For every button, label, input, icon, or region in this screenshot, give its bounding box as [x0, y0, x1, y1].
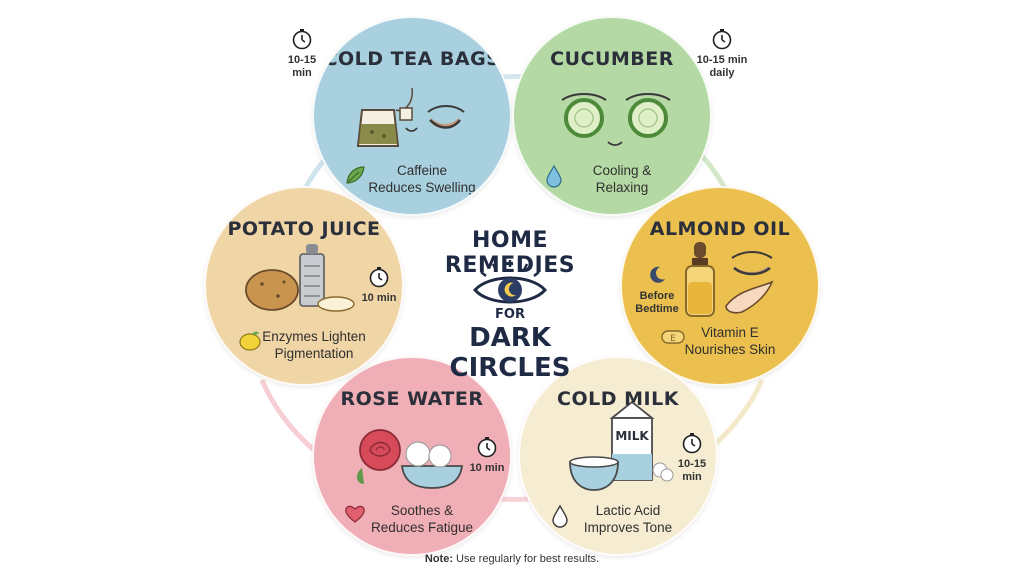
- timing-line-1: 10 min: [361, 292, 397, 304]
- capsule-icon: E: [661, 330, 685, 344]
- benefit-line-2: Pigmentation: [274, 346, 354, 361]
- timing-cold-milk: 10-15 min: [660, 432, 724, 484]
- remedy-benefit: E Vitamin E Nourishes Skin: [622, 324, 818, 358]
- remedy-benefit: Lactic Acid Improves Tone: [520, 502, 716, 536]
- benefit-line-2: Improves Tone: [583, 520, 673, 535]
- timing-line-2: min: [682, 471, 702, 483]
- timing-line-2: min: [292, 67, 312, 79]
- cucumber-eyes-illustration: [561, 93, 671, 146]
- timing-line-2: Bedtime: [635, 303, 679, 315]
- remedy-name: POTATO JUICE: [227, 218, 381, 240]
- timing-rose-water: 10 min: [464, 436, 510, 475]
- stopwatch-icon: [712, 29, 732, 50]
- potato-illustration: [245, 244, 355, 312]
- remedy-name: CUCUMBER: [550, 48, 674, 70]
- note-label: Note:: [424, 553, 453, 565]
- timing-line-2: daily: [709, 67, 735, 79]
- milk-carton-label: MILK: [615, 429, 649, 443]
- benefit-line-1: Enzymes Lighten: [262, 329, 366, 344]
- vitamin-letter: E: [670, 334, 676, 344]
- benefit-line-1: Soothes &: [390, 503, 454, 518]
- benefit-line-2: Relaxing: [595, 180, 649, 195]
- remedy-benefit: Soothes & Reduces Fatigue: [314, 502, 510, 536]
- title-for: FOR: [495, 307, 525, 322]
- timing-line-1: 10-15: [677, 458, 707, 470]
- title-bottom: DARK CIRCLES: [449, 323, 571, 383]
- timing-cucumber: 10-15 min daily: [690, 28, 754, 80]
- timing-line-1: 10-15 min: [696, 54, 748, 66]
- timing-line-1: Before: [639, 290, 675, 302]
- benefit-line-2: Reduces Swelling: [368, 180, 476, 195]
- rose-water-illustration: [356, 429, 464, 489]
- remedy-cold-milk: MILK COLD MILK Lactic Acid Improves Tone: [518, 356, 718, 556]
- drop-icon: [552, 504, 568, 528]
- timing-almond-oil: Before Bedtime: [628, 264, 686, 316]
- lemon-icon: [239, 331, 261, 351]
- remedy-benefit: Cooling & Relaxing: [514, 162, 710, 196]
- heart-icon: [345, 505, 365, 523]
- timing-cold-tea-bags: 10-15 min: [270, 28, 334, 80]
- remedy-cucumber: CUCUMBER Cooling & Relaxing: [512, 16, 712, 216]
- remedy-rose-water: ROSE WATER 10 min Soothes & Reduces Fati…: [312, 356, 512, 556]
- eye-moon-icon: [473, 260, 547, 304]
- remedy-almond-oil: ALMOND OIL Before Bedtime E Vitamin E No…: [620, 186, 820, 386]
- remedy-cold-tea-bags: COLD TEA BAGS Caffeine Reduces Swelling: [312, 16, 512, 216]
- remedy-name: ROSE WATER: [340, 388, 484, 410]
- stopwatch-icon: [477, 437, 497, 458]
- stopwatch-icon: [292, 29, 312, 50]
- remedy-benefit: Enzymes Lighten Pigmentation: [206, 328, 402, 362]
- stopwatch-icon: [682, 433, 702, 454]
- center-title: HOME REMEDIES FOR DARK CIRCLES: [410, 220, 610, 383]
- footer-note: Note: Use regularly for best results.: [0, 553, 1024, 565]
- leaf-icon: [346, 166, 365, 184]
- timing-potato-juice: 10 min: [356, 266, 402, 305]
- remedy-name: ALMOND OIL: [649, 218, 791, 240]
- benefit-line-1: Vitamin E: [701, 325, 759, 340]
- tea-bag-illustration: [356, 87, 465, 147]
- timing-line-1: 10-15: [287, 54, 317, 66]
- stopwatch-icon: [369, 267, 389, 288]
- benefit-line-1: Lactic Acid: [595, 503, 661, 518]
- water-drop-icon: [546, 164, 562, 188]
- remedy-name: COLD MILK: [557, 388, 679, 410]
- benefit-line-1: Caffeine: [396, 163, 448, 178]
- benefit-line-2: Nourishes Skin: [684, 342, 776, 357]
- remedy-name: COLD TEA BAGS: [323, 48, 501, 70]
- timing-line-1: 10 min: [469, 462, 505, 474]
- moon-icon: [650, 266, 665, 283]
- almond-oil-illustration: [685, 242, 774, 317]
- milk-illustration: MILK: [569, 400, 674, 491]
- benefit-line-2: Reduces Fatigue: [370, 520, 474, 535]
- note-text: Use regularly for best results.: [452, 553, 600, 565]
- remedy-potato-juice: POTATO JUICE 10 min Enzymes Lighten Pigm…: [204, 186, 404, 386]
- benefit-line-1: Cooling &: [592, 163, 652, 178]
- remedy-benefit: Caffeine Reduces Swelling: [314, 162, 510, 196]
